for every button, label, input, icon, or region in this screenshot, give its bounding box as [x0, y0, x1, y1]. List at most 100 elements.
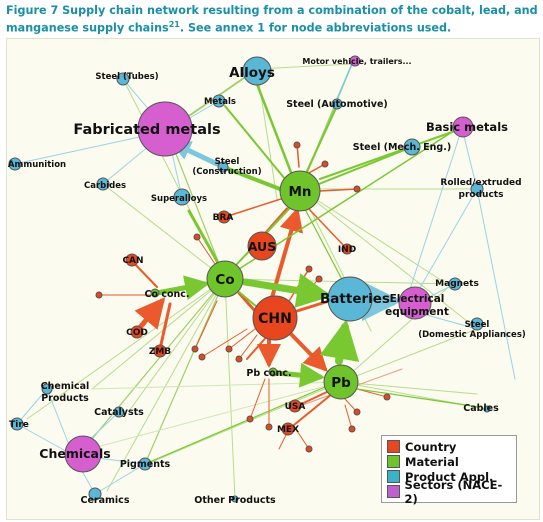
node-steel-tubes[interactable] [116, 72, 130, 86]
edge-steelauto-motor [336, 63, 353, 100]
edge [146, 381, 342, 465]
node-chemical-products[interactable] [41, 383, 53, 395]
node-mex[interactable] [281, 422, 295, 436]
node-minor-country[interactable] [321, 160, 329, 168]
node-co-conc[interactable] [150, 288, 160, 298]
node-usa[interactable] [288, 399, 302, 413]
label-chemical-products-1: Chemical [41, 381, 90, 392]
network-diagram: Fabricated metals Alloys Basic metals Ch… [8, 55, 526, 506]
caption-line-2-a: manganese supply chains [6, 21, 169, 35]
edge [401, 127, 463, 315]
node-zmb[interactable] [153, 344, 167, 358]
node-minor-country[interactable] [383, 393, 391, 401]
node-catalysts[interactable] [113, 406, 125, 418]
node-fabricated-metals[interactable] [137, 101, 193, 157]
node-steel-construction[interactable] [217, 161, 229, 173]
node-minor-country[interactable] [225, 345, 233, 353]
node-minor-country[interactable] [353, 185, 361, 193]
legend-label-country: Country [405, 439, 457, 454]
edge [340, 283, 453, 383]
node-minor-country[interactable] [293, 141, 301, 149]
label-ceramics: Ceramics [81, 495, 130, 506]
label-basic-metals: Basic metals [426, 120, 508, 134]
node-alloys[interactable] [242, 56, 272, 86]
edge-co-batteries [241, 273, 332, 308]
node-chemicals[interactable] [64, 435, 102, 473]
label-zmb: ZMB [149, 347, 171, 357]
edge [26, 278, 226, 420]
node-carbides[interactable] [96, 177, 110, 191]
node-batteries[interactable] [327, 276, 373, 322]
node-other-products[interactable] [231, 495, 239, 503]
node-minor-country[interactable] [198, 353, 206, 361]
label-co: Co [215, 272, 234, 288]
label-alloys: Alloys [229, 65, 275, 81]
node-cables[interactable] [483, 405, 491, 413]
legend-item-country: Country [387, 439, 511, 454]
node-minor-country[interactable] [305, 265, 313, 273]
edge [288, 268, 310, 302]
edge-zmb-coconc [158, 302, 172, 351]
edge [201, 328, 248, 358]
nodes [8, 55, 491, 503]
material-edges [144, 82, 480, 465]
node-superalloys[interactable] [173, 188, 191, 206]
node-minor-country[interactable] [315, 275, 323, 283]
node-motor-vehicle[interactable] [349, 55, 361, 67]
label-usa: USA [285, 402, 306, 412]
node-magnets[interactable] [448, 277, 462, 291]
node-minor-country[interactable] [353, 408, 361, 416]
label-pb-conc: Pb conc. [246, 368, 291, 379]
node-chn[interactable] [252, 295, 298, 341]
node-minor-country[interactable] [246, 415, 254, 423]
node-cod[interactable] [130, 325, 144, 339]
node-basic-metals[interactable] [452, 116, 474, 138]
label-aus: AUS [248, 239, 276, 254]
label-cod: COD [126, 328, 148, 338]
edge-pb-cables [356, 388, 480, 408]
node-ammunition[interactable] [8, 157, 22, 171]
node-metals[interactable] [212, 94, 226, 108]
label-magnets: Magnets [435, 279, 479, 289]
label-electrical-equipment-1: Electrical [390, 293, 445, 305]
node-minor-country[interactable] [191, 345, 199, 353]
node-minor-country[interactable] [95, 291, 103, 299]
node-can[interactable] [125, 253, 139, 267]
edge [476, 188, 516, 380]
node-steel-automotive[interactable] [331, 98, 343, 110]
node-aus[interactable] [247, 231, 277, 261]
label-metals: Metals [204, 97, 236, 107]
node-steel-mech[interactable] [403, 138, 421, 156]
edge-co-superalloys [187, 209, 219, 263]
edge-ind-mn [306, 206, 348, 250]
node-minor-country[interactable] [265, 423, 273, 431]
node-pb-conc[interactable] [268, 367, 278, 377]
node-minor-country[interactable] [235, 355, 243, 363]
legend-label-product: Product Appl. [405, 469, 494, 484]
node-co[interactable] [206, 260, 244, 298]
label-batteries: Batteries [320, 291, 390, 307]
edge-cod-coconc [134, 297, 166, 334]
node-minor-country[interactable] [348, 425, 356, 433]
node-steel-domestic[interactable] [470, 317, 484, 331]
label-steel-automotive: Steel (Automotive) [286, 99, 388, 110]
edge-co-chn [238, 291, 258, 308]
node-minor-country[interactable] [305, 445, 313, 453]
edge-mn-steelauto [306, 105, 338, 172]
node-tire[interactable] [10, 417, 24, 431]
edge-pbconc-pb [274, 362, 325, 388]
edge [106, 278, 226, 492]
thin-edges [14, 63, 516, 500]
node-rolled-extruded[interactable] [470, 182, 484, 196]
edge-mn-basic [319, 130, 456, 180]
node-electrical-equipment[interactable] [398, 286, 432, 320]
node-mn[interactable] [279, 170, 321, 212]
edge-coconc-co [154, 275, 210, 300]
node-pb[interactable] [323, 364, 359, 400]
node-minor-country[interactable] [193, 233, 201, 241]
node-ind[interactable] [341, 243, 353, 255]
edge [344, 404, 353, 430]
node-bra[interactable] [217, 210, 231, 224]
node-ceramics[interactable] [88, 487, 102, 501]
node-pigments[interactable] [138, 457, 152, 471]
